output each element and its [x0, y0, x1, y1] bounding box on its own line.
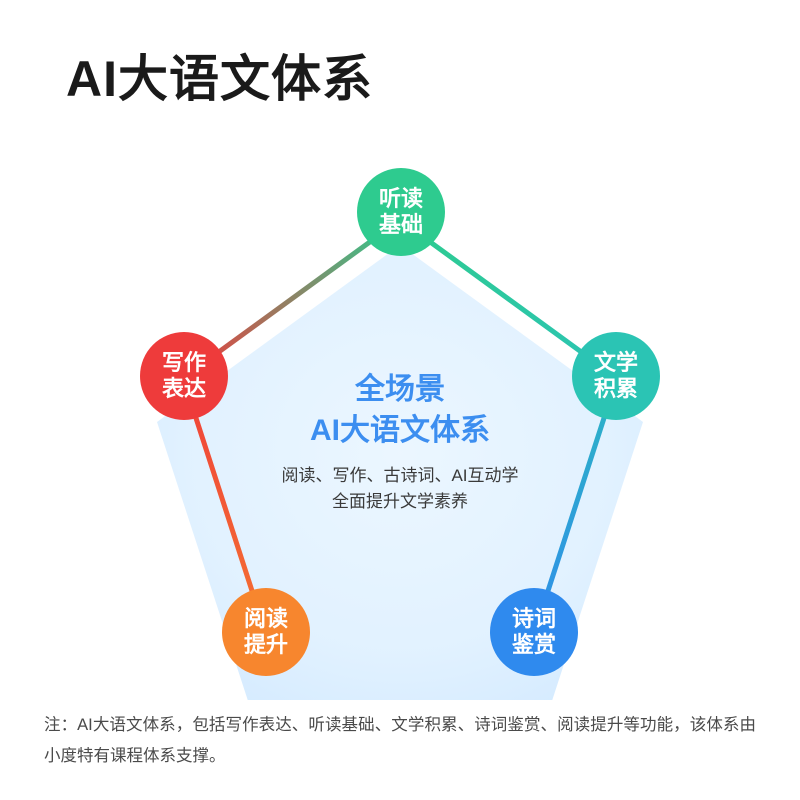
- node-literature[interactable]: 文学 积累: [572, 332, 660, 420]
- center-title-line1: 全场景: [355, 373, 445, 406]
- node-reading-line1: 阅读: [243, 606, 288, 632]
- node-literature-line2: 积累: [593, 376, 638, 401]
- node-poetry-line1: 诗词: [511, 606, 556, 632]
- pentagon-inner-fill: [157, 245, 643, 700]
- center-text-block: 全场景 AI大语文体系 阅读、写作、古诗词、AI互动学 全面提升文学素养: [255, 370, 545, 514]
- node-reading-line2: 提升: [243, 632, 288, 657]
- node-poetry[interactable]: 诗词 鉴赏: [490, 588, 578, 676]
- node-listening-line2: 基础: [378, 212, 423, 237]
- center-subtitle-line2: 全面提升文学素养: [332, 491, 468, 511]
- node-listening[interactable]: 听读 基础: [357, 168, 445, 256]
- node-reading[interactable]: 阅读 提升: [222, 588, 310, 676]
- pentagon-diagram: 听读 基础 文学 积累 诗词 鉴赏 阅读 提升 写作 表达 全场景 AI大语文体…: [0, 130, 800, 700]
- node-listening-line1: 听读: [378, 186, 423, 212]
- node-literature-line1: 文学: [593, 350, 638, 376]
- center-title-line2: AI大语文体系: [310, 413, 490, 447]
- page-title: AI大语文体系: [66, 51, 373, 107]
- node-poetry-line2: 鉴赏: [511, 632, 556, 657]
- footnote: 注：AI大语文体系，包括写作表达、听读基础、文学积累、诗词鉴赏、阅读提升等功能，…: [44, 716, 756, 765]
- node-writing-line1: 写作: [161, 350, 206, 376]
- center-subtitle-line1: 阅读、写作、古诗词、AI互动学: [281, 466, 519, 485]
- node-writing-line2: 表达: [161, 376, 206, 401]
- pentagon-svg: [157, 217, 643, 700]
- node-writing[interactable]: 写作 表达: [140, 332, 228, 420]
